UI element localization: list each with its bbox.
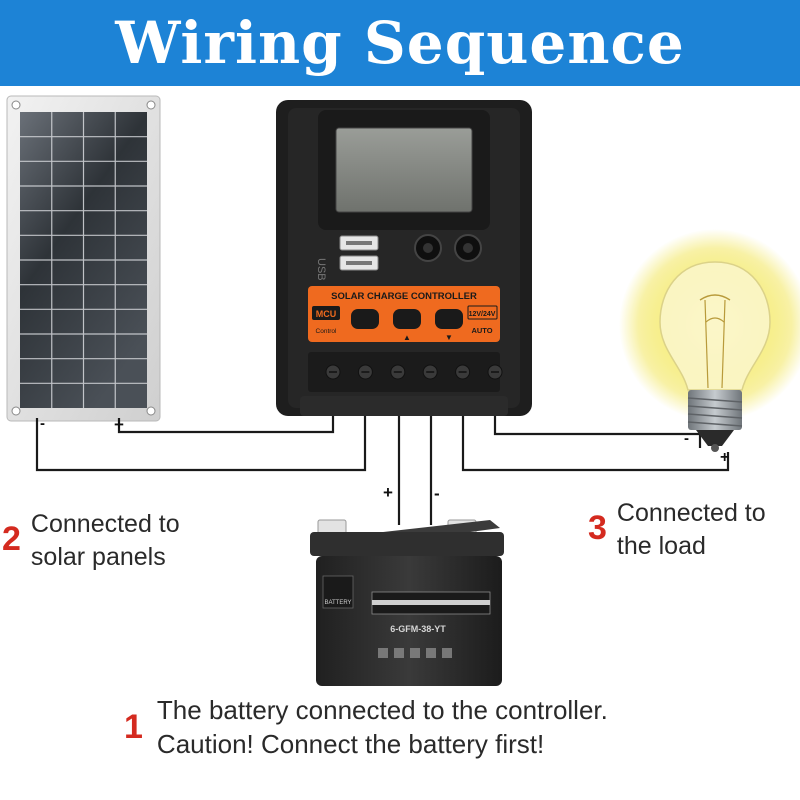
wires — [35, 416, 730, 525]
step-3-text: Connected to the load — [617, 497, 766, 562]
step-2-caption: 2 Connected to solar panels — [2, 508, 180, 573]
title-banner: Wiring Sequence — [0, 0, 800, 86]
down-arrow-icon: ▼ — [445, 333, 453, 342]
battery-minus-label: - — [434, 484, 440, 503]
voltage-label: 12V/24V — [469, 311, 496, 318]
battery-model-label: 6-GFM-38-YT — [390, 624, 446, 634]
mounting-hole-icon — [146, 406, 156, 416]
panel-plus-label: + — [114, 415, 124, 434]
step-1-line1: The battery connected to the controller. — [156, 695, 608, 725]
down-button[interactable] — [435, 309, 463, 329]
usb-label: USB — [315, 258, 327, 281]
battery: BATTERY 6-GFM-38-YT — [310, 519, 504, 686]
charge-controller: USB SOLAR CHARGE CONTROLLER MCU Control … — [276, 100, 532, 416]
polarity-marks: - + + - - + — [40, 415, 729, 503]
controller-label: SOLAR CHARGE CONTROLLER — [331, 291, 477, 302]
light-bulb — [619, 229, 800, 452]
menu-button[interactable] — [351, 309, 379, 329]
lcd-screen — [335, 127, 473, 213]
mounting-hole-icon — [11, 100, 21, 110]
step-1-line2: Caution! Connect the battery first! — [156, 728, 545, 759]
mcu-label: MCU — [316, 309, 337, 319]
control-label: Control — [316, 328, 338, 335]
panel-minus-label: - — [40, 415, 45, 432]
step-3-line2: the load — [616, 531, 706, 560]
auto-label: AUTO — [471, 326, 492, 335]
step-1-number: 1 — [124, 708, 143, 746]
solar-panel — [6, 95, 161, 422]
up-button[interactable] — [393, 309, 421, 329]
step-3-number: 3 — [588, 509, 607, 547]
step-2-number: 2 — [2, 520, 21, 558]
load-plus-label: + — [720, 449, 729, 466]
step-2-text: Connected to solar panels — [31, 508, 180, 573]
page-title: Wiring Sequence — [115, 9, 685, 77]
up-arrow-icon: ▲ — [403, 333, 411, 342]
mounting-hole-icon — [11, 406, 21, 416]
mounting-hole-icon — [146, 100, 156, 110]
battery-brand-label: BATTERY — [324, 600, 351, 606]
battery-plus-label: + — [383, 483, 393, 502]
step-1-caption: 1 The battery connected to the controlle… — [124, 694, 608, 762]
step-3-line1: Connected to — [616, 499, 766, 527]
step-2-line2: solar panels — [30, 542, 166, 571]
step-1-text: The battery connected to the controller.… — [157, 694, 608, 762]
step-3-caption: 3 Connected to the load — [588, 497, 766, 562]
step-2-line1: Connected to — [30, 510, 180, 538]
load-minus-label: - — [684, 430, 689, 447]
